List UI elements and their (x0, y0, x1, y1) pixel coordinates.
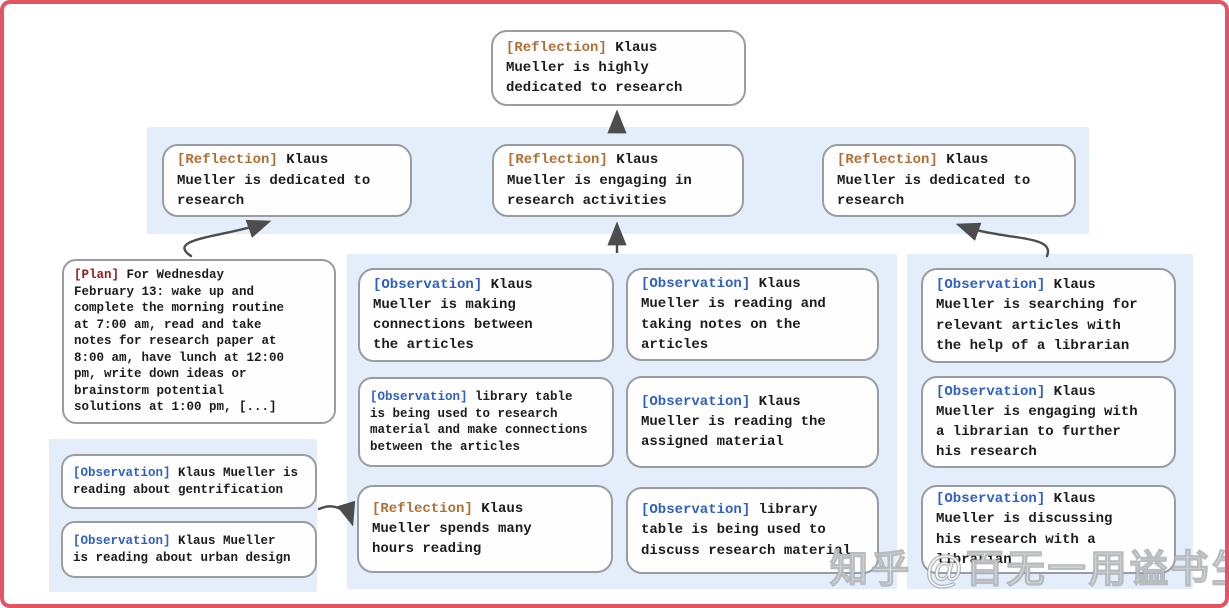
node-text: For Wednesday February 13: wake up and c… (74, 268, 285, 415)
node-reflection-right: [Reflection] Klaus Mueller is dedicated … (822, 144, 1076, 217)
node-observation-discussing-research: [Observation] Klaus Mueller is discussin… (921, 485, 1176, 574)
node-tag: [Observation] (641, 276, 751, 293)
node-text: library table is being used to research … (370, 390, 588, 454)
node-observation-assigned-material: [Observation] Klaus Mueller is reading t… (626, 376, 879, 468)
node-tag: [Observation] (641, 393, 751, 410)
node-observation-connections: [Observation] Klaus Mueller is making co… (358, 268, 614, 362)
node-observation-urban-design: [Observation] Klaus Mueller is reading a… (61, 521, 317, 578)
node-text: library table is being used to discuss r… (641, 502, 852, 559)
node-observation-library-discuss: [Observation] library table is being use… (626, 487, 879, 574)
node-tag: [Reflection] (177, 152, 278, 169)
node-tag: [Observation] (936, 491, 1046, 508)
node-text: Klaus Mueller is engaging with a librari… (936, 383, 1138, 461)
node-tag: [Reflection] (506, 39, 607, 56)
node-tag: [Reflection] (507, 152, 608, 169)
node-text: Klaus Mueller is making connections betw… (373, 276, 533, 354)
node-text: Klaus Mueller is reading the assigned ma… (641, 393, 826, 450)
node-observation-engaging-librarian: [Observation] Klaus Mueller is engaging … (921, 376, 1176, 468)
node-reflection-left: [Reflection] Klaus Mueller is dedicated … (162, 144, 412, 217)
node-tag: [Observation] (641, 502, 751, 519)
node-text: Klaus Mueller is reading and taking note… (641, 276, 826, 353)
node-text: Klaus Mueller is dedicated to research (837, 152, 1031, 209)
node-observation-gentrification: [Observation] Klaus Mueller is reading a… (61, 454, 317, 509)
node-reflection-root: [Reflection] Klaus Mueller is highly ded… (491, 30, 746, 106)
node-tag: [Observation] (370, 390, 468, 404)
node-tag: [Observation] (373, 276, 483, 293)
node-text: Klaus Mueller is highly dedicated to res… (506, 39, 683, 97)
node-text: Klaus Mueller is discussing his research… (936, 491, 1113, 568)
node-tag: [Plan] (74, 268, 120, 283)
node-tag: [Reflection] (837, 152, 938, 169)
node-reflection-mid: [Reflection] Klaus Mueller is engaging i… (492, 144, 744, 217)
node-text: Klaus Mueller is dedicated to research (177, 152, 371, 209)
node-tag: [Observation] (936, 277, 1046, 294)
node-observation-searching-articles: [Observation] Klaus Mueller is searching… (921, 268, 1176, 363)
zhihu-watermark: 知乎 @百无一用谥书生 (829, 548, 1229, 591)
node-plan: [Plan] For Wednesday February 13: wake u… (62, 259, 336, 424)
node-text: Klaus Mueller is reading about urban des… (73, 534, 291, 565)
node-tag: [Observation] (936, 383, 1046, 400)
node-tag: [Observation] (73, 466, 171, 480)
node-observation-taking-notes: [Observation] Klaus Mueller is reading a… (626, 268, 879, 361)
node-tag: [Reflection] (372, 500, 473, 517)
node-tag: [Observation] (73, 534, 171, 548)
node-text: Klaus Mueller is searching for relevant … (936, 277, 1138, 354)
node-text: Klaus Mueller spends many hours reading (372, 500, 532, 557)
node-observation-library-research: [Observation] library table is being use… (358, 377, 614, 467)
node-text: Klaus Mueller is engaging in research ac… (507, 152, 692, 209)
node-text: Klaus Mueller is reading about gentrific… (73, 466, 299, 497)
node-reflection-hours-reading: [Reflection] Klaus Mueller spends many h… (357, 485, 613, 573)
